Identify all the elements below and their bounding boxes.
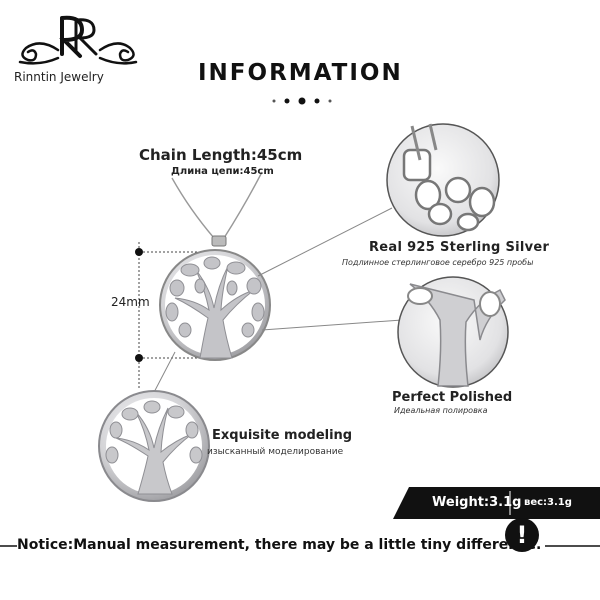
feature-modeling-subtitle: изысканный моделирование — [207, 447, 344, 457]
brand-name: Rinntin Jewelry — [14, 70, 104, 84]
feature-polished-title: Perfect Polished — [392, 390, 513, 405]
feature-silver-subtitle: Подлинное стерлинговое серебро 925 пробы — [342, 258, 534, 267]
dimension-label: 24mm — [111, 295, 150, 309]
pendant-tree-of-life — [159, 249, 271, 361]
feature-modeling-title: Exquisite modeling — [212, 428, 353, 443]
page-title: INFORMATION — [198, 60, 403, 86]
chain-length-label: Chain Length:45cm — [139, 146, 303, 164]
exclamation-icon: ! — [505, 518, 539, 552]
weight-badge — [393, 487, 600, 519]
weight-label-ru: вес:3.1g — [524, 497, 572, 508]
title-divider-dots — [272, 97, 332, 105]
notice-text: Notice:Manual measurement, there may be … — [17, 537, 546, 553]
feature-polished-subtitle: Идеальная полировка — [394, 406, 488, 415]
zoom-polished-detail — [397, 276, 509, 388]
zoom-model-detail — [98, 390, 210, 502]
chain-length-label-ru: Длина цепи:45cm — [171, 166, 274, 177]
bail — [211, 235, 227, 247]
weight-label: Weight:3.1g — [432, 495, 522, 510]
rr-monogram-icon — [18, 15, 138, 65]
zoom-bail-detail — [386, 123, 500, 237]
chain — [171, 171, 263, 239]
feature-silver-title: Real 925 Sterling Silver — [369, 240, 550, 255]
